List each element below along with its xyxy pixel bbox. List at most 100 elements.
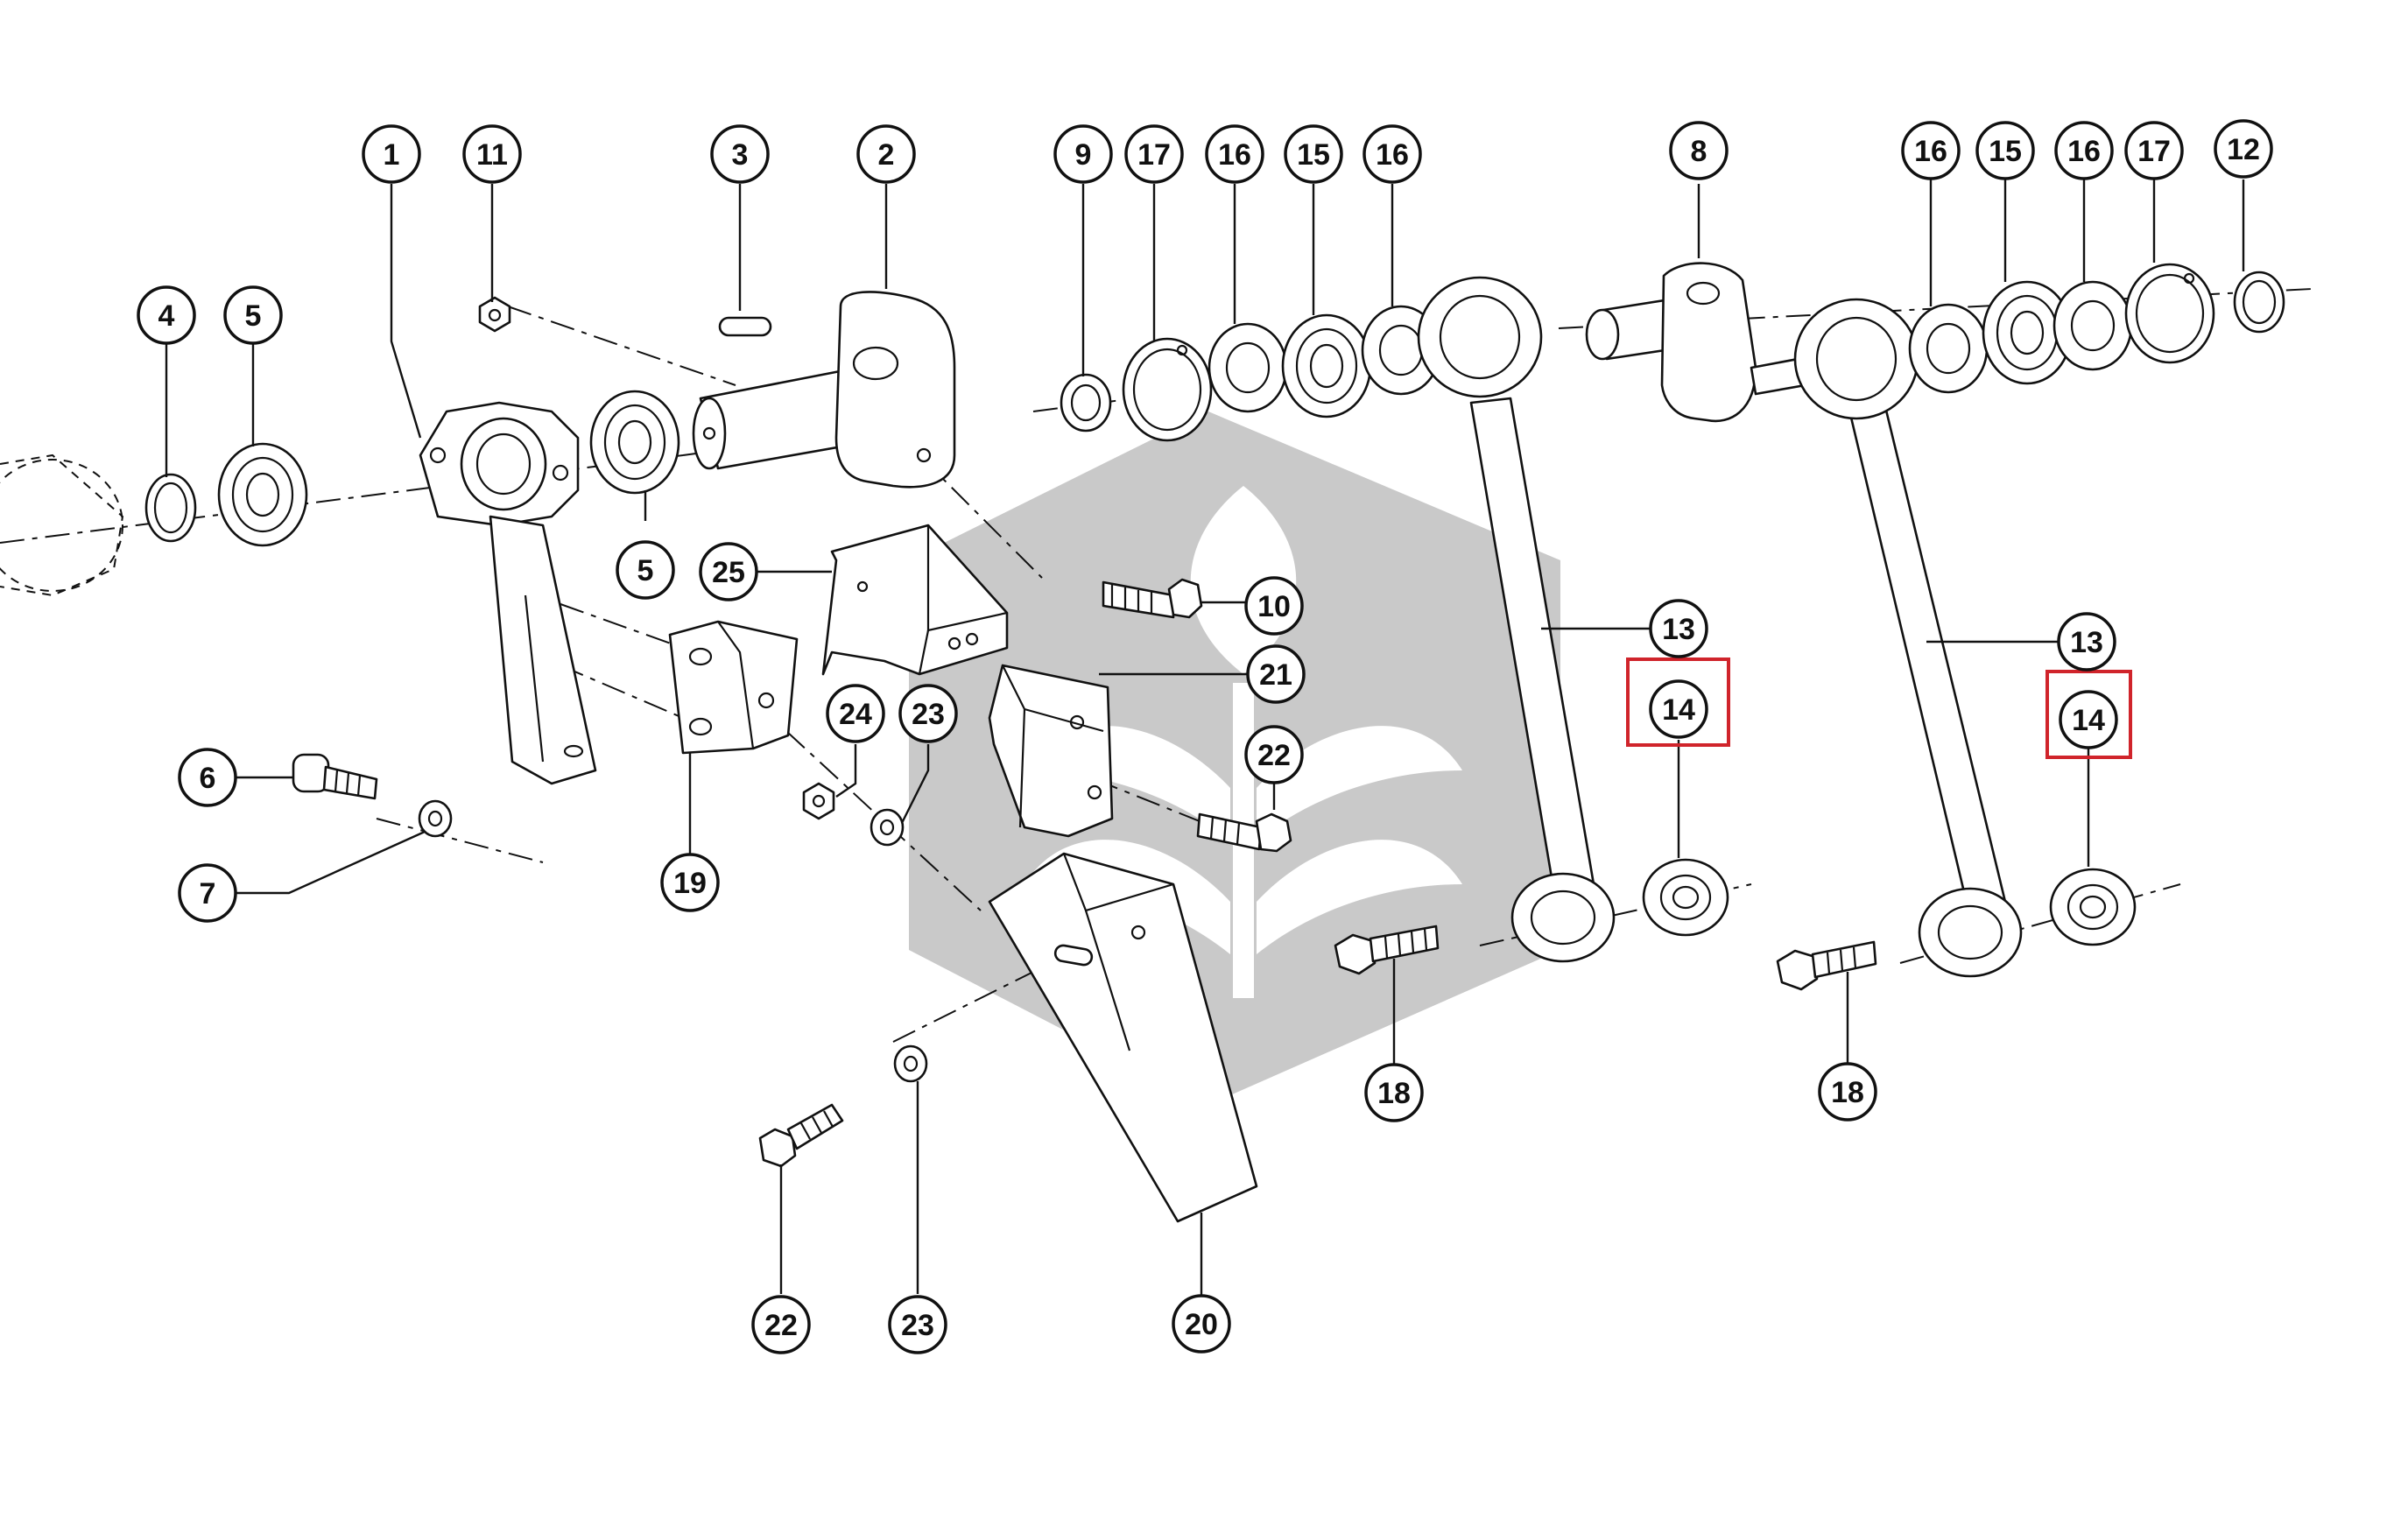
callout-19[interactable]: 19 — [660, 853, 720, 912]
spacer-part-16-a — [1208, 322, 1288, 413]
callout-14-left[interactable]: 14 — [1649, 679, 1708, 739]
callout-16-b[interactable]: 16 — [1362, 124, 1422, 184]
callout-label: 14 — [2072, 704, 2105, 737]
tine-arm-part-20 — [988, 852, 1258, 1223]
callout-label: 19 — [673, 867, 707, 900]
callout-1[interactable]: 1 — [362, 124, 421, 184]
highlight-box-14-right — [2045, 670, 2132, 759]
callout-6[interactable]: 6 — [178, 748, 237, 807]
callout-18-left[interactable]: 18 — [1364, 1063, 1424, 1122]
circlip-part-4 — [144, 473, 197, 543]
callout-label: 3 — [732, 138, 749, 172]
circlip-part-17-left — [1122, 337, 1213, 442]
spacer-part-16-d — [2053, 280, 2133, 371]
callout-label: 13 — [2070, 626, 2103, 659]
callout-label: 9 — [1075, 138, 1092, 172]
callout-22-lower[interactable]: 22 — [751, 1295, 811, 1354]
circlip-part-17-right — [2124, 263, 2215, 364]
callout-4[interactable]: 4 — [137, 285, 196, 345]
callout-3[interactable]: 3 — [710, 124, 770, 184]
spacer-part-16-c — [1908, 303, 1989, 394]
crank-pin-part-8 — [1585, 262, 1832, 423]
callout-label: 2 — [878, 138, 895, 172]
bolt-part-18-left — [1334, 925, 1440, 975]
callout-18-right[interactable]: 18 — [1818, 1062, 1877, 1122]
callout-20[interactable]: 20 — [1172, 1294, 1231, 1354]
callout-12[interactable]: 12 — [2214, 119, 2273, 179]
callout-8[interactable]: 8 — [1669, 121, 1729, 180]
callout-label: 10 — [1257, 590, 1291, 623]
housing-part-1 — [419, 401, 597, 785]
highlight-box-14-left — [1626, 657, 1730, 747]
callout-label: 5 — [245, 299, 262, 333]
nut-part-11 — [478, 296, 511, 333]
washer-part-23-upper — [870, 808, 905, 847]
callout-label: 16 — [1218, 138, 1251, 172]
callout-label: 1 — [384, 138, 400, 172]
circlip-part-12 — [2233, 271, 2285, 334]
callout-13-right[interactable]: 13 — [2057, 612, 2116, 672]
callout-label: 14 — [1662, 693, 1695, 727]
bracket-part-21 — [988, 664, 1114, 838]
callout-label: 23 — [912, 698, 945, 731]
bearing-part-5-right — [589, 390, 680, 495]
callout-5-upper[interactable]: 5 — [223, 285, 283, 345]
bearing-part-15-right — [1982, 280, 2073, 385]
callout-label: 18 — [1377, 1077, 1411, 1110]
callout-label: 24 — [839, 698, 872, 731]
callout-label: 8 — [1691, 135, 1707, 168]
callout-17-left[interactable]: 17 — [1124, 124, 1184, 184]
callout-label: 12 — [2227, 133, 2260, 166]
callout-16-d[interactable]: 16 — [2054, 121, 2114, 180]
crank-shaft-part-2 — [692, 291, 956, 489]
callout-7[interactable]: 7 — [178, 863, 237, 923]
callout-label: 20 — [1185, 1308, 1218, 1341]
callout-23-upper[interactable]: 23 — [898, 684, 958, 743]
callout-11[interactable]: 11 — [462, 124, 522, 184]
callout-24[interactable]: 24 — [826, 684, 885, 743]
cover-part-25 — [821, 524, 1009, 676]
callout-10[interactable]: 10 — [1244, 576, 1304, 636]
callout-label: 15 — [1989, 135, 2022, 168]
connecting-rod-part-13-left — [1417, 276, 1616, 963]
callout-15-left[interactable]: 15 — [1284, 124, 1343, 184]
callout-label: 4 — [158, 299, 175, 333]
connecting-rod-part-13-right — [1793, 298, 2023, 978]
callout-label: 18 — [1831, 1076, 1864, 1109]
callout-16-a[interactable]: 16 — [1205, 124, 1264, 184]
washer-part-23-lower — [893, 1044, 928, 1083]
callout-22-upper[interactable]: 22 — [1244, 725, 1304, 784]
callout-21[interactable]: 21 — [1246, 644, 1306, 704]
callout-label: 22 — [764, 1309, 798, 1342]
washer-part-7 — [418, 799, 453, 838]
callout-15-right[interactable]: 15 — [1975, 121, 2035, 180]
callout-17-right[interactable]: 17 — [2124, 121, 2184, 180]
bearing-part-14-left — [1642, 858, 1729, 937]
bolt-part-10 — [1102, 578, 1203, 619]
screw-part-6 — [292, 753, 378, 800]
key-part-3 — [718, 316, 772, 337]
callout-5-lower[interactable]: 5 — [616, 540, 675, 600]
callout-23-lower[interactable]: 23 — [888, 1295, 947, 1354]
callout-label: 23 — [901, 1309, 934, 1342]
callout-label: 17 — [1137, 138, 1171, 172]
callout-2[interactable]: 2 — [856, 124, 916, 184]
callout-label: 22 — [1257, 739, 1291, 772]
ghost-hub — [0, 454, 124, 597]
callout-label: 16 — [2067, 135, 2101, 168]
callout-16-c[interactable]: 16 — [1901, 121, 1961, 180]
callout-label: 5 — [637, 554, 654, 587]
callout-label: 21 — [1259, 658, 1292, 692]
callout-label: 11 — [476, 138, 508, 172]
callout-9[interactable]: 9 — [1053, 124, 1113, 184]
callout-13-left[interactable]: 13 — [1649, 599, 1708, 658]
bolt-part-22-upper — [1196, 812, 1292, 853]
callout-25[interactable]: 25 — [699, 542, 758, 601]
callout-label: 6 — [200, 762, 216, 795]
callout-label: 15 — [1297, 138, 1330, 172]
callout-14-right[interactable]: 14 — [2059, 690, 2118, 749]
bearing-part-5-left — [217, 442, 308, 547]
bolt-part-22-lower — [758, 1103, 844, 1168]
nut-part-24 — [802, 782, 835, 820]
